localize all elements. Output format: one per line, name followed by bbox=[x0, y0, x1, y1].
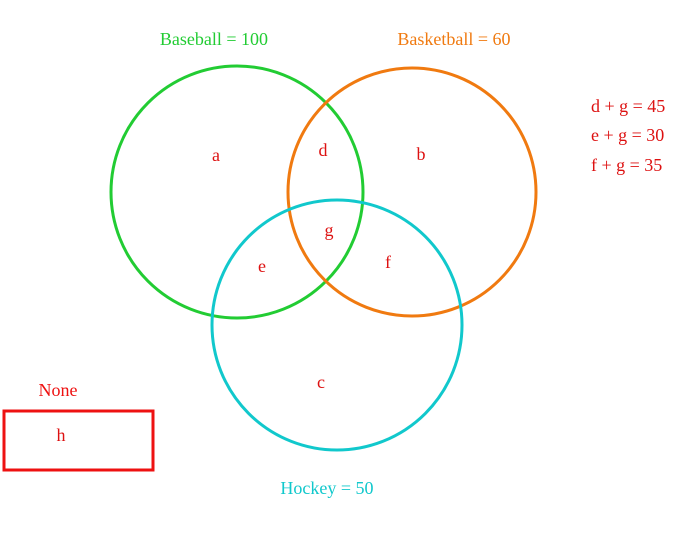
hockey-label: Hockey = 50 bbox=[280, 478, 373, 498]
equations: d + g = 45 e + g = 30 f + g = 35 bbox=[591, 96, 665, 175]
region-e: e bbox=[258, 256, 266, 276]
hockey-circle bbox=[210, 198, 464, 452]
region-d: d bbox=[319, 140, 328, 160]
region-h: h bbox=[57, 425, 66, 445]
basketball-circle bbox=[286, 66, 538, 318]
region-g: g bbox=[325, 220, 334, 240]
equation-2: e + g = 30 bbox=[591, 125, 664, 145]
region-b: b bbox=[417, 144, 426, 164]
none-label: None bbox=[39, 380, 78, 400]
none-box bbox=[2, 409, 155, 472]
baseball-label: Baseball = 100 bbox=[160, 29, 268, 49]
region-c: c bbox=[317, 372, 325, 392]
region-f: f bbox=[385, 252, 391, 272]
baseball-circle bbox=[109, 64, 365, 320]
region-a: a bbox=[212, 145, 220, 165]
basketball-label: Basketball = 60 bbox=[397, 29, 510, 49]
equation-3: f + g = 35 bbox=[591, 155, 662, 175]
equation-1: d + g = 45 bbox=[591, 96, 665, 116]
